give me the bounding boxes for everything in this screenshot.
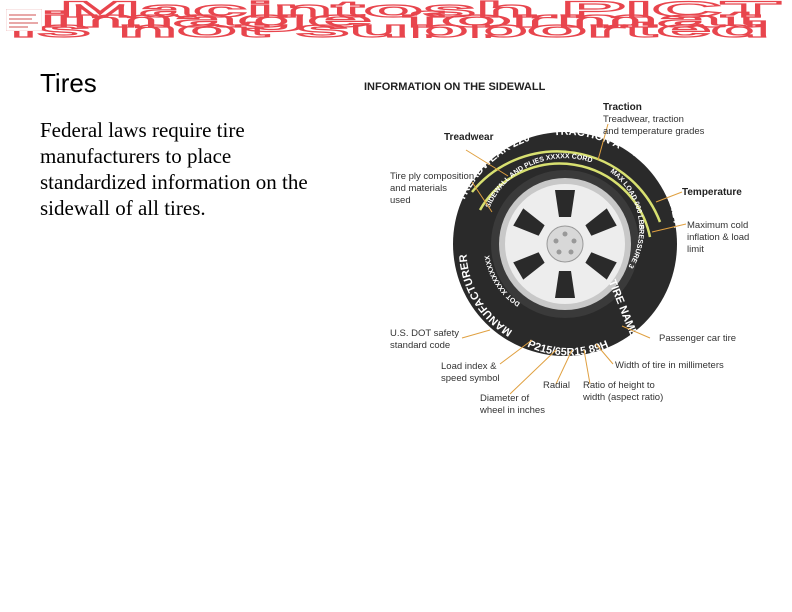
label-treadwear: Treadwear: [444, 132, 494, 143]
label-diameter-2: wheel in inches: [479, 405, 545, 416]
label-dot-2: standard code: [390, 340, 450, 351]
label-ply-2: and materials: [390, 183, 447, 194]
label-ratio-1: Ratio of height to: [583, 380, 655, 391]
sidewall-diagram: INFORMATION ON THE SIDEWALL TREADWEAR 22…: [360, 72, 760, 432]
label-diameter-1: Diameter of: [480, 393, 529, 404]
label-traction-desc-2: and temperature grades: [603, 126, 705, 137]
banner-line-1: Macintosh PICT: [60, 0, 782, 22]
label-max-load-2: inflation & load: [687, 232, 749, 243]
label-dot-1: U.S. DOT safety: [390, 328, 459, 339]
label-max-load-3: limit: [687, 244, 704, 255]
label-load-index-1: Load index &: [441, 361, 497, 372]
label-max-load-1: Maximum cold: [687, 220, 748, 231]
label-ply-3: used: [390, 195, 411, 206]
label-ply-1: Tire ply composition: [390, 171, 474, 182]
label-temperature: Temperature: [682, 187, 742, 198]
diagram-title: INFORMATION ON THE SIDEWALL: [364, 81, 546, 93]
unsupported-image-banner: Macintosh PICT image format is not suppo…: [0, 0, 792, 38]
label-traction-desc-1: Treadwear, traction: [603, 114, 684, 125]
wheel-hub-icon: [546, 225, 584, 263]
banner-line-3: is not supported: [10, 17, 770, 38]
pict-thumbnail-icon: [6, 9, 42, 31]
slide-title: Tires: [40, 68, 97, 98]
label-passenger: Passenger car tire: [659, 333, 736, 344]
label-ratio-2: width (aspect ratio): [582, 392, 663, 403]
banner-line-2: image format: [40, 7, 763, 32]
label-traction: Traction: [603, 102, 642, 113]
slide-body-text: Federal laws require tire manufacturers …: [40, 118, 308, 220]
label-load-index-2: speed symbol: [441, 373, 500, 384]
wheel-spokes-icon: [513, 190, 617, 298]
label-width: Width of tire in millimeters: [615, 360, 724, 371]
label-radial: Radial: [543, 380, 570, 391]
